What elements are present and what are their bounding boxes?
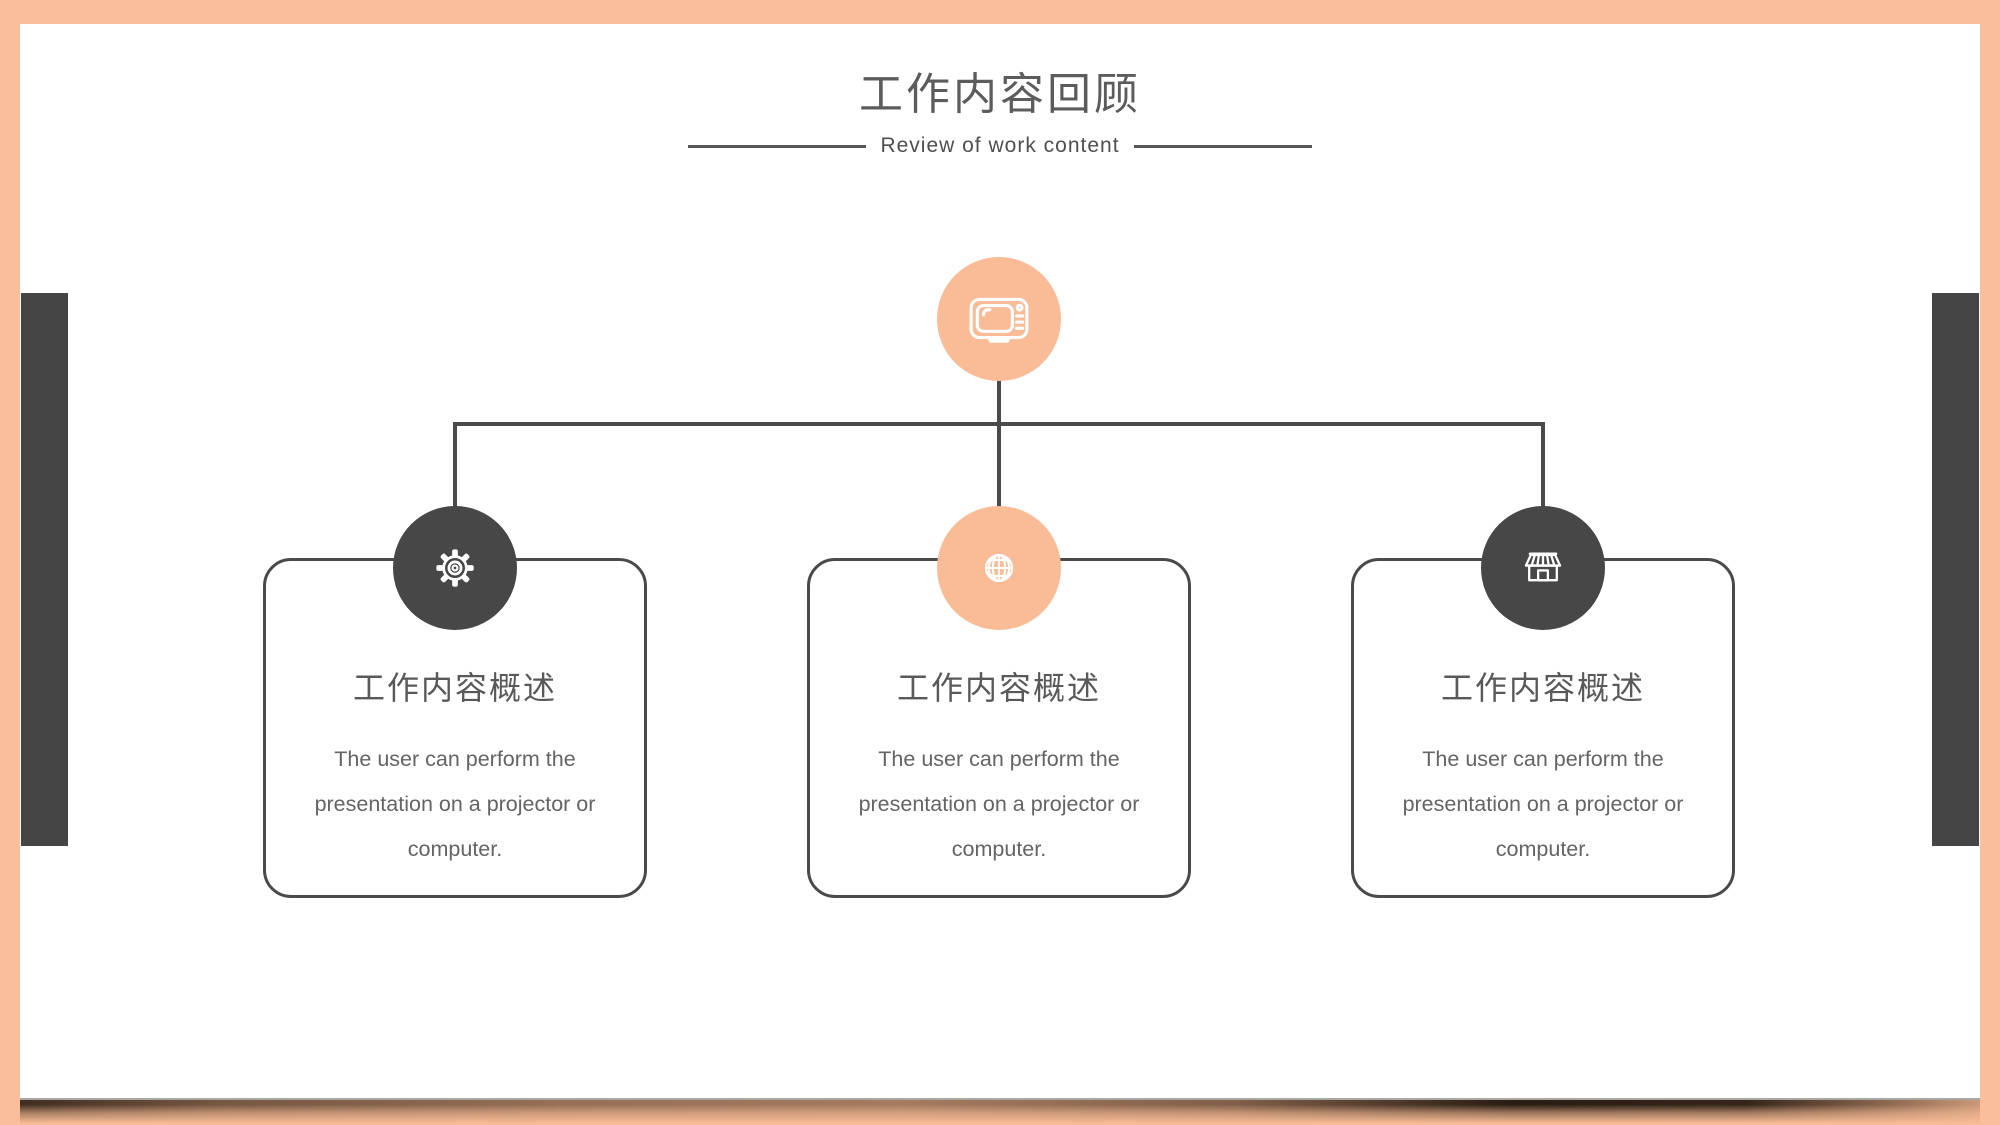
branch-node-circle-gear bbox=[393, 506, 517, 630]
tv-icon bbox=[969, 297, 1029, 343]
branch-node-circle-globe bbox=[937, 506, 1061, 630]
root-node-circle bbox=[937, 257, 1061, 381]
connector-left-vertical bbox=[453, 422, 457, 570]
page-subtitle: Review of work content bbox=[880, 134, 1120, 157]
gear-icon bbox=[436, 549, 474, 587]
globe-icon bbox=[984, 553, 1014, 583]
page-title: 工作内容回顾 bbox=[859, 70, 1141, 119]
store-icon bbox=[1524, 552, 1562, 582]
subtitle-right-rule bbox=[1133, 144, 1312, 148]
card-body: The user can perform the presentation on… bbox=[858, 747, 1140, 861]
branch-node-circle-store bbox=[1481, 506, 1605, 630]
card-title: 工作内容概述 bbox=[896, 670, 1101, 706]
bottom-shadow-strip bbox=[20, 1098, 1980, 1125]
card-body: The user can perform the presentation on… bbox=[1402, 747, 1684, 861]
left-accent-bar bbox=[21, 293, 68, 846]
connector-root-vertical bbox=[997, 318, 1001, 568]
card-body: The user can perform the presentation on… bbox=[314, 747, 596, 861]
connector-horizontal bbox=[453, 422, 1545, 426]
card-title: 工作内容概述 bbox=[1440, 670, 1645, 706]
subtitle-row: Review of work content bbox=[0, 134, 2000, 158]
connector-right-vertical bbox=[1541, 422, 1545, 570]
subtitle-left-rule bbox=[688, 144, 867, 148]
right-accent-bar bbox=[1932, 293, 1979, 846]
card-title: 工作内容概述 bbox=[352, 670, 557, 706]
